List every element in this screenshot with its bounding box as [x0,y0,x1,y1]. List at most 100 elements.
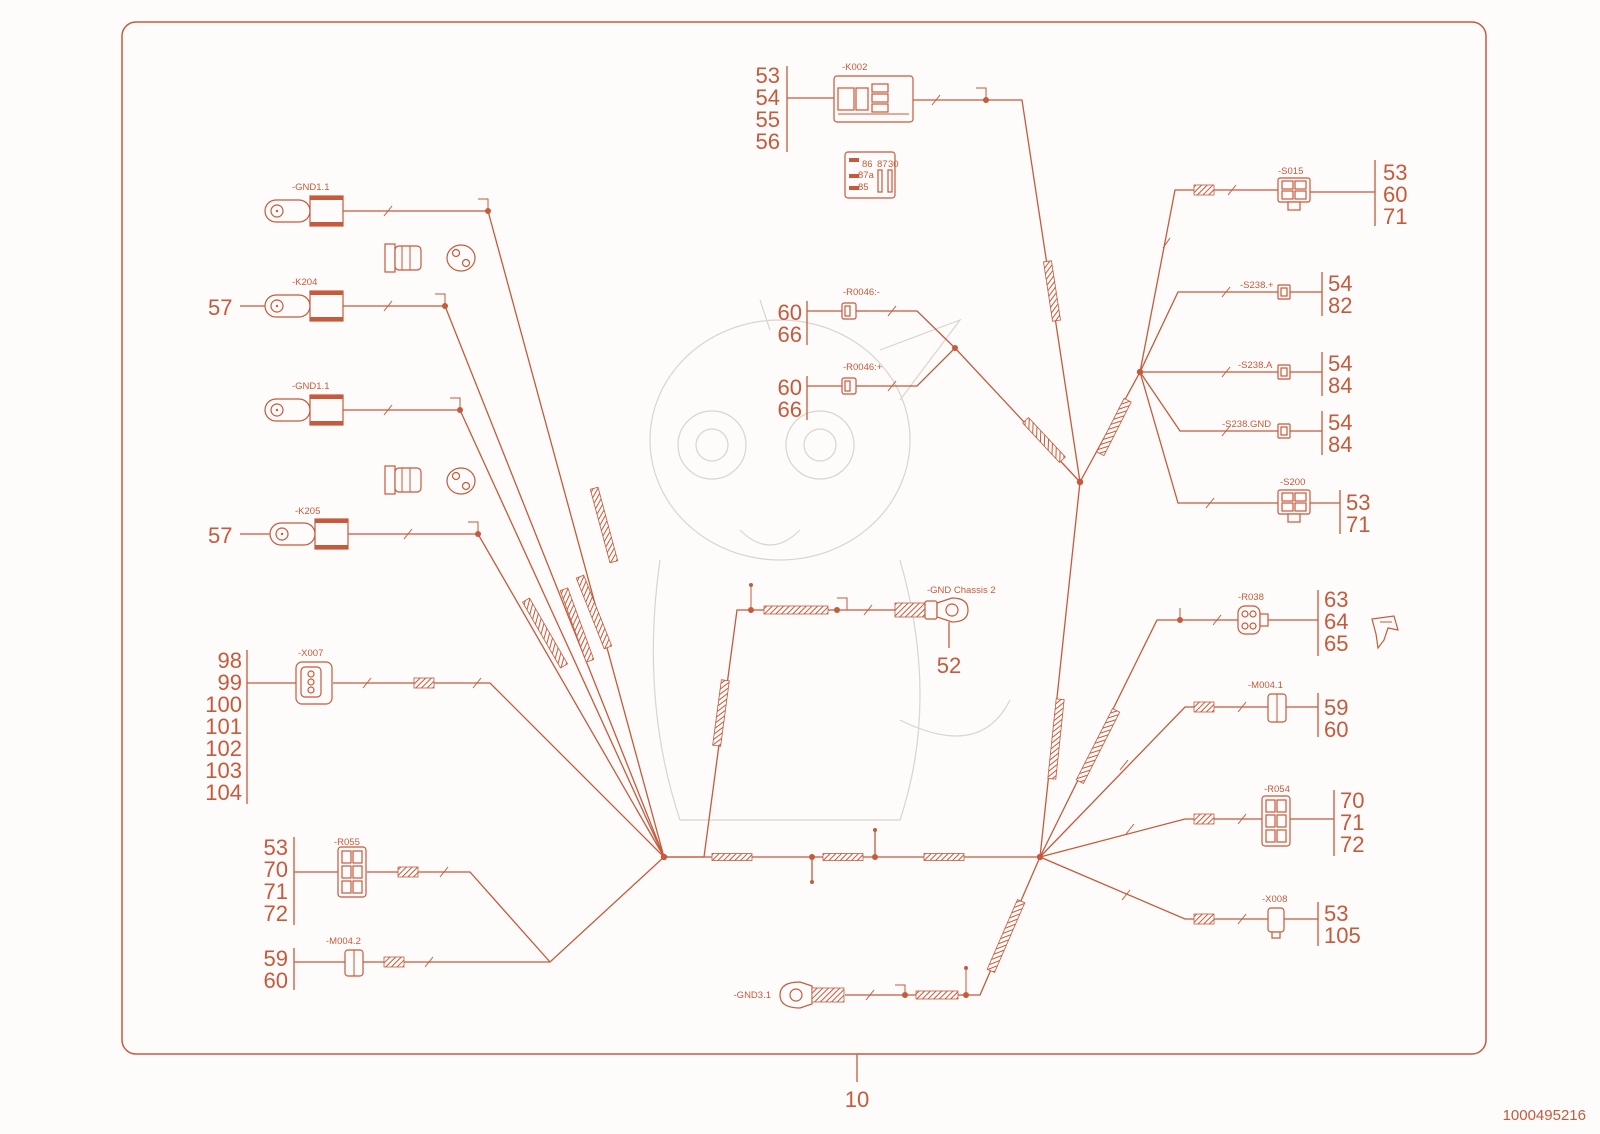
k205-ref-0: 57 [208,523,232,548]
terminal-s238-gnd[interactable]: -S238.GND 54 84 [1222,410,1352,457]
s238-plus-ref-1: 82 [1328,293,1352,318]
k002-ref-2: 55 [756,107,780,132]
ring-terminal-gnd1-1-top[interactable]: -GND1.1 [264,182,344,227]
connector-m004-1[interactable]: -M004.1 59 60 [1248,680,1348,742]
k204-label: -K204 [292,277,317,288]
relay-module-k002[interactable]: 53 54 55 56 -K002 [756,62,914,154]
s238-gnd-ref-0: 54 [1328,410,1352,435]
k204-ref-0: 57 [208,295,232,320]
s015-label: -S015 [1278,166,1303,177]
s200-ref-1: 71 [1346,512,1370,537]
r0046-plus-label: -R0046:+ [843,362,883,373]
r038-label: -R038 [1238,592,1264,603]
x007-ref-1: 99 [218,670,242,695]
gnd1-1-mid-label: -GND1.1 [292,381,329,392]
relay-pin-87a: 87a [858,170,875,181]
s238-a-ref-1: 84 [1328,373,1352,398]
k002-ref-0: 53 [756,63,780,88]
cable-gland-icon [384,243,476,273]
x008-ref-1: 105 [1324,923,1361,948]
s238-gnd-label: -S238.GND [1222,419,1271,430]
gnd1-1-top-label: -GND1.1 [292,182,329,193]
s238-a-ref-0: 54 [1328,351,1352,376]
s015-ref-1: 60 [1383,182,1407,207]
ring-terminal-k205[interactable]: 57 -K205 [208,506,349,550]
sheet-number: 10 [845,1087,869,1112]
relay-pin-30: 30 [888,159,899,170]
connector-r054[interactable]: -R054 70 71 72 [1261,784,1364,857]
m004-2-ref-0: 59 [264,946,288,971]
x007-ref-2: 100 [205,692,242,717]
s015-ref-0: 53 [1383,160,1407,185]
x007-ref-5: 103 [205,758,242,783]
connector-r038[interactable]: -R038 63 64 65 [1237,587,1348,656]
x007-label: -X007 [298,648,323,659]
ring-terminal-gnd1-1-mid[interactable]: -GND1.1 [264,381,344,426]
k002-ref-3: 56 [756,129,780,154]
watermark-dragon-illustration [649,299,1011,821]
gnd3-1-label: -GND3.1 [734,990,771,1001]
r0046-minus-ref-1: 66 [778,322,802,347]
s238-plus-ref-0: 54 [1328,271,1352,296]
connector-x007[interactable]: 98 99 100 101 102 103 104 -X007 [205,648,333,805]
r0046-minus-label: -R0046:- [843,287,880,298]
connector-r055[interactable]: 53 70 71 72 -R055 [264,835,367,926]
m004-2-ref-1: 60 [264,968,288,993]
x007-ref-3: 101 [205,714,242,739]
r054-ref-0: 70 [1340,788,1364,813]
gnd-chassis-2-ref-0: 52 [937,653,961,678]
s200-label: -S200 [1280,477,1305,488]
part-number: 1000495216 [1503,1107,1586,1124]
r055-ref-3: 72 [264,901,288,926]
relay-pin-85: 85 [858,182,869,193]
s238-plus-label: -S238.+ [1240,280,1274,291]
x007-ref-0: 98 [218,648,242,673]
k002-label: -K002 [842,62,867,73]
x007-ref-6: 104 [205,780,242,805]
sensor-sketch-icon [1371,615,1399,650]
gnd-chassis-2-label: -GND Chassis 2 [927,585,996,596]
s238-a-label: -S238.A [1238,360,1273,371]
r0046-minus-ref-0: 60 [778,300,802,325]
r055-ref-1: 70 [264,857,288,882]
x007-ref-4: 102 [205,736,242,761]
terminal-s238-a[interactable]: -S238.A 54 84 [1238,351,1352,398]
s200-ref-0: 53 [1346,490,1370,515]
m004-1-ref-1: 60 [1324,717,1348,742]
connector-s015[interactable]: -S015 53 60 71 [1277,160,1407,229]
r055-ref-2: 71 [264,879,288,904]
r054-label: -R054 [1264,784,1290,795]
drawing-frame [121,21,1487,1055]
conduit-segments [383,184,1215,1000]
r054-ref-1: 71 [1340,810,1364,835]
k002-ref-1: 54 [756,85,780,110]
relay-pin-diagram: 86 87 30 87a 85 [844,151,899,199]
connector-s200[interactable]: -S200 53 71 [1277,477,1370,537]
ring-terminal-k204[interactable]: 57 -K204 [208,277,344,322]
ring-terminal-gnd-chassis-2[interactable]: 52 -GND Chassis 2 [894,585,996,678]
r038-ref-2: 65 [1324,631,1348,656]
ring-terminal-gnd3-1[interactable]: -GND3.1 [734,981,845,1009]
m004-1-ref-0: 59 [1324,695,1348,720]
connector-x008[interactable]: -X008 53 105 [1262,894,1361,948]
r038-ref-0: 63 [1324,587,1348,612]
connector-m004-2[interactable]: 59 60 -M004.2 [264,936,364,993]
terminal-r0046-minus[interactable]: 60 66 -R0046:- [778,287,880,347]
x008-ref-0: 53 [1324,901,1348,926]
s015-ref-2: 71 [1383,204,1407,229]
terminal-s238-plus[interactable]: -S238.+ 54 82 [1240,271,1352,318]
r055-ref-0: 53 [264,835,288,860]
r038-ref-1: 64 [1324,609,1348,634]
r054-ref-2: 72 [1340,832,1364,857]
m004-1-label: -M004.1 [1248,680,1283,691]
terminal-r0046-plus[interactable]: 60 66 -R0046:+ [778,362,883,422]
r0046-plus-ref-0: 60 [778,375,802,400]
relay-pin-87: 87 [877,159,888,170]
m004-2-label: -M004.2 [326,936,361,947]
harness-wires [333,87,1278,1001]
r0046-plus-ref-1: 66 [778,397,802,422]
r055-label: -R055 [334,837,360,848]
junction-dots [442,97,1183,998]
relay-pin-86: 86 [862,159,873,170]
